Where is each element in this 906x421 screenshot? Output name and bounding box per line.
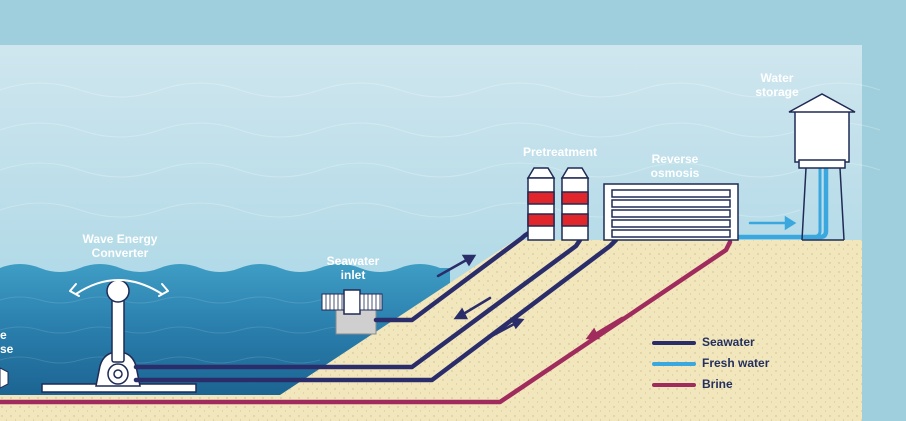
pretreatment-tank <box>526 167 556 241</box>
legend-label: Fresh water <box>702 356 770 370</box>
arrow-icon <box>585 316 624 340</box>
legend-label: Brine <box>702 377 733 391</box>
label-line: Converter <box>91 246 149 260</box>
arrow-icon <box>453 296 492 320</box>
label-line: inlet <box>340 268 366 282</box>
flow-arrows <box>436 215 797 340</box>
label-diffuser-partial: e ser <box>0 328 14 356</box>
legend-swatch-fresh-water <box>652 362 696 366</box>
arrow-icon <box>748 215 797 231</box>
arrow-icon <box>436 254 477 278</box>
pipes <box>0 165 829 405</box>
rotation-arrow-icon <box>69 279 169 297</box>
legend-swatch-seawater <box>652 341 696 345</box>
pretreatment-tank <box>560 167 590 241</box>
label-wave-energy-converter: Wave Energy Converter <box>58 232 182 260</box>
label-line: Reverse <box>651 152 699 166</box>
fresh-water-pipe <box>735 165 829 240</box>
label-line: Pretreatment <box>522 145 598 159</box>
label-line: Wave Energy <box>82 232 158 246</box>
legend-label: Seawater <box>702 335 755 349</box>
arrow-icon <box>486 317 525 340</box>
wave-energy-converter <box>41 279 197 393</box>
label-seawater-inlet: Seawater inlet <box>318 254 388 282</box>
sea-texture <box>0 296 361 364</box>
reverse-osmosis-unit <box>603 183 739 241</box>
seawater-pipe-mid <box>133 237 583 370</box>
brine-pipe <box>0 239 733 405</box>
label-line: e <box>0 328 7 342</box>
label-pretreatment: Pretreatment <box>510 145 610 159</box>
water-tower-icon <box>788 93 856 241</box>
label-line: Seawater <box>326 254 380 268</box>
label-line: ser <box>0 342 14 356</box>
label-line: osmosis <box>650 166 700 180</box>
sand-texture <box>0 240 862 421</box>
seawater-pipe-outfall <box>133 237 619 383</box>
label-reverse-osmosis: Reverse osmosis <box>636 152 714 180</box>
diffuser-icon <box>0 367 9 389</box>
label-line: storage <box>755 85 799 99</box>
label-water-storage: Water storage <box>744 71 810 99</box>
legend-swatch-brine <box>652 383 696 387</box>
inlet-screen-icon <box>321 289 383 335</box>
label-line: Water <box>760 71 794 85</box>
pretreatment-tanks <box>526 167 590 241</box>
